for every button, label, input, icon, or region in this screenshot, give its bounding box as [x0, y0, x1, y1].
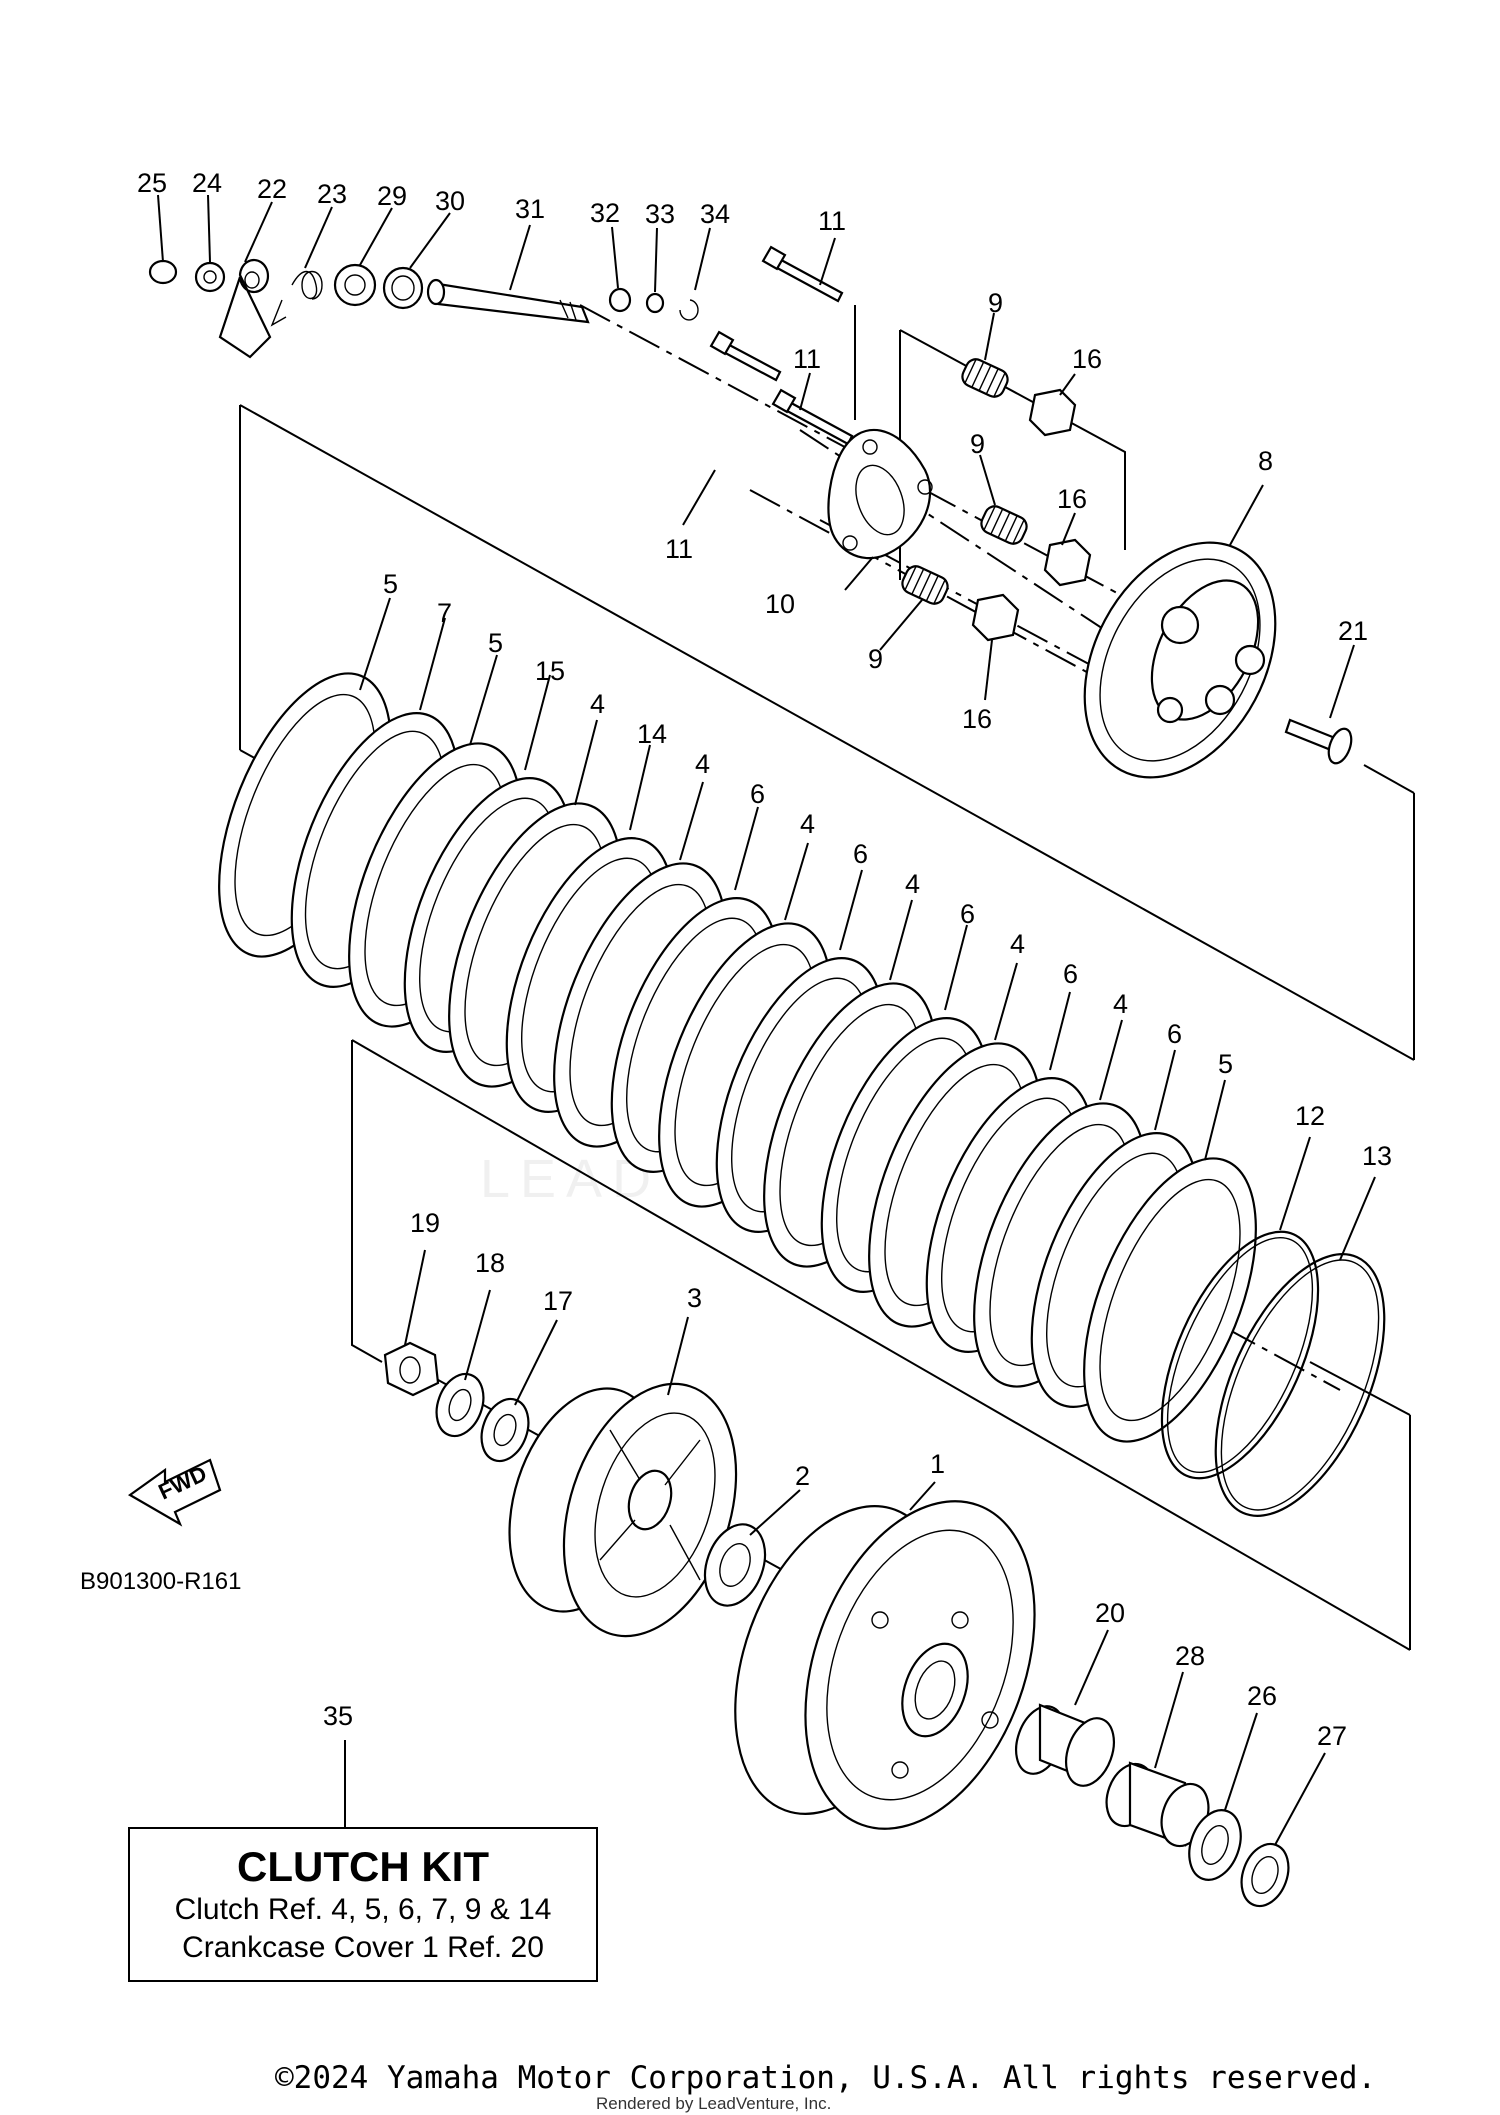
- callout-4-b: 4: [695, 749, 710, 779]
- callout-3: 3: [687, 1283, 702, 1313]
- callout-4-a: 4: [590, 689, 605, 719]
- callout-6-b: 6: [853, 839, 868, 869]
- callout-5-b: 5: [488, 628, 503, 658]
- callout-5-a: 5: [383, 569, 398, 599]
- push-rod-pin: [1284, 718, 1353, 765]
- callout-15: 15: [535, 656, 565, 686]
- clutch-plate-stack: [218, 672, 1257, 1443]
- callout-21: 21: [1338, 616, 1368, 646]
- callout-16-low: 16: [962, 704, 992, 734]
- callout-5-c: 5: [1218, 1049, 1233, 1079]
- callout-10: 10: [765, 589, 795, 619]
- callout-9-top: 9: [988, 288, 1003, 318]
- callout-12: 12: [1295, 1101, 1325, 1131]
- fwd-arrow-icon: FWD: [127, 1458, 222, 1527]
- kit-line-1: Clutch Ref. 4, 5, 6, 7, 9 & 14: [174, 1893, 552, 1926]
- clutch-boss: [508, 1382, 738, 1638]
- callout-11-mid: 11: [793, 344, 821, 374]
- bolts: [709, 245, 854, 446]
- copyright-notice: ©2024 Yamaha Motor Corporation, U.S.A. A…: [275, 2060, 1377, 2096]
- callout-11-low: 11: [665, 534, 693, 564]
- callout-28: 28: [1175, 1641, 1205, 1671]
- callout-22: 22: [257, 174, 287, 204]
- kit-title: CLUTCH KIT: [237, 1843, 489, 1890]
- callout-9-mid: 9: [970, 429, 985, 459]
- callout-33: 33: [645, 199, 675, 229]
- callout-2: 2: [795, 1461, 810, 1491]
- callout-4-e: 4: [1010, 929, 1025, 959]
- callout-27: 27: [1317, 1721, 1347, 1751]
- callout-34: 34: [700, 199, 730, 229]
- callout-30: 30: [435, 186, 465, 216]
- reference-code: B901300-R161: [80, 1568, 242, 1595]
- callout-6-a: 6: [750, 779, 765, 809]
- callout-6-c: 6: [960, 899, 975, 929]
- thrust-washer: [703, 1523, 767, 1607]
- rendered-by: Rendered by LeadVenture, Inc.: [596, 2094, 832, 2113]
- callout-leaders: [157, 194, 1376, 1846]
- callout-4-d: 4: [905, 869, 920, 899]
- callout-4-f: 4: [1113, 989, 1128, 1019]
- callout-14: 14: [637, 719, 667, 749]
- callout-17: 17: [543, 1286, 573, 1316]
- callout-4-c: 4: [800, 809, 815, 839]
- nut-and-washers: [383, 1341, 530, 1463]
- callout-26: 26: [1247, 1681, 1277, 1711]
- shift-shaft-parts: [148, 258, 699, 359]
- callout-8: 8: [1258, 446, 1273, 476]
- callout-24: 24: [192, 168, 222, 198]
- callout-labels: 25 24 22 23 29 30 31 32 33 34 11 11 11 1…: [137, 168, 1392, 1751]
- callout-11-top: 11: [818, 206, 846, 236]
- callout-1: 1: [930, 1449, 945, 1479]
- clutch-kit-box: CLUTCH KIT Clutch Ref. 4, 5, 6, 7, 9 & 1…: [128, 1827, 598, 1982]
- callout-13: 13: [1362, 1141, 1392, 1171]
- callout-18: 18: [475, 1248, 505, 1278]
- callout-32: 32: [590, 198, 620, 228]
- clutch-plate-retainer: [827, 428, 931, 560]
- callout-16-mid: 16: [1057, 484, 1087, 514]
- bearing-and-collar: [1015, 1703, 1290, 1908]
- callout-7: 7: [437, 598, 452, 628]
- clutch-springs: [901, 358, 1092, 642]
- clutch-housing: [734, 1500, 1036, 1830]
- callout-6-e: 6: [1167, 1019, 1182, 1049]
- wire-rings: [1160, 1230, 1386, 1517]
- callout-35: 35: [323, 1701, 353, 1731]
- callout-31: 31: [515, 194, 545, 224]
- callout-19: 19: [410, 1208, 440, 1238]
- pressure-plate: [1083, 541, 1277, 779]
- callout-25: 25: [137, 168, 167, 198]
- kit-line-2: Crankcase Cover 1 Ref. 20: [182, 1931, 544, 1964]
- callout-29: 29: [377, 181, 407, 211]
- callout-9-low: 9: [868, 644, 883, 674]
- callout-23: 23: [317, 179, 347, 209]
- callout-16-top: 16: [1072, 344, 1102, 374]
- callout-6-d: 6: [1063, 959, 1078, 989]
- callout-20: 20: [1095, 1598, 1125, 1628]
